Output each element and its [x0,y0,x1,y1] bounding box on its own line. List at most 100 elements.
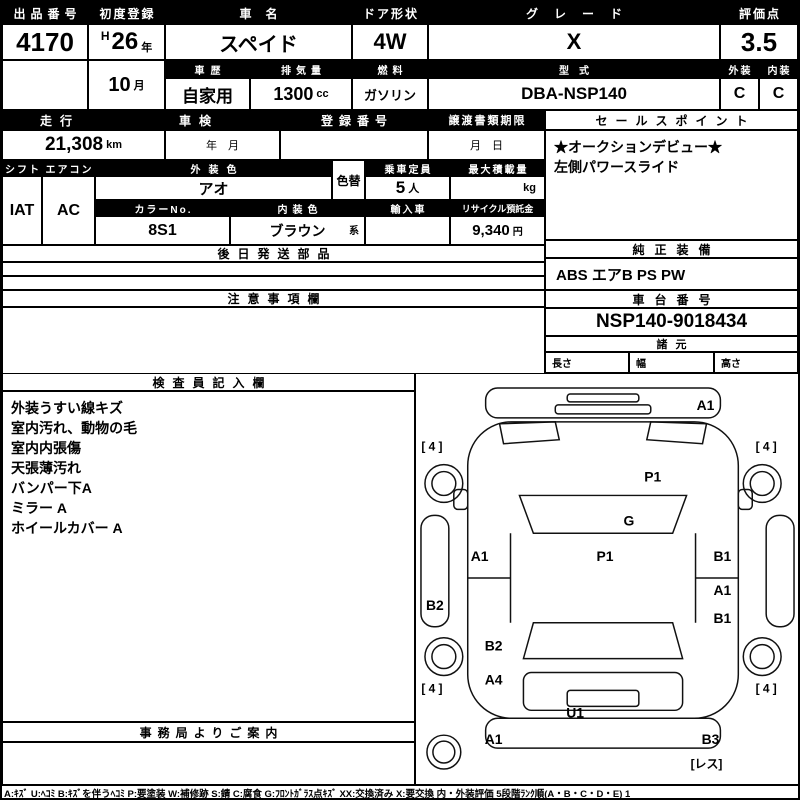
capacity-header: 乗車定員 [365,160,450,176]
caution-box [2,307,545,375]
door-shape-header: ドア形状 [352,2,428,24]
shift-value: IAT [2,176,42,245]
diagram-mark: A1 [714,582,732,598]
transfer-deadline-value: 月 日 [428,130,545,160]
wheel-rear-right [742,636,782,677]
grade-value: X [428,24,720,60]
reg-no-value [280,130,428,160]
diagram-mark: B2 [426,597,444,613]
ext-color-value: アオ [95,176,332,200]
ext-color-header: 外装色 [95,160,332,176]
history-header: 車歴 [165,60,250,78]
inspector-box: 外装うすい線キズ 室内汚れ、動物の毛 室内内張傷 天張薄汚れ バンパー下A ミラ… [2,391,415,722]
fuel-header: 燃料 [352,60,428,78]
lot-no-header: 出品番号 [2,2,88,24]
spec-height: 高さ [714,352,798,373]
capacity-unit: 人 [408,183,420,195]
first-reg-header: 初度登録 [88,2,165,24]
sales-point-line: 左側パワースライド [554,159,680,175]
rear-bumper-shape [484,717,722,749]
diagram-mark: A1 [471,548,489,564]
spare-tire-shape [426,734,462,770]
spec-length: 長さ [545,352,629,373]
displacement-value: 1300 [273,83,314,104]
import-car-value [365,216,450,245]
first-reg-era: H [100,29,110,43]
max-load-header: 最大積載量 [450,160,545,176]
diagram-mark: P1 [597,548,614,564]
inspector-note: ミラー A [11,500,67,516]
diagram-mark: B2 [485,638,503,654]
inspection-value: 年 月 [165,130,280,160]
exterior-header: 外装 [720,60,759,78]
interior-header: 内装 [759,60,798,78]
fuel-value: ガソリン [352,78,428,110]
mileage-value: 21,308 [44,134,104,155]
office-box [2,742,415,785]
diagram-mark: [ 4 ] [756,681,777,695]
diagram-mark: [レス] [691,757,723,771]
side-panel-right-shape [765,514,795,628]
front-bumper-shape [484,387,722,419]
import-car-header: 輸入車 [365,200,450,216]
rear-window-shape [522,622,684,660]
inspector-header: 検査員記入欄 [2,373,415,391]
displacement-header: 排気量 [250,60,352,78]
sales-point-line: ★オークションデビュー★ [554,139,722,155]
lot-no-value: 4170 [2,24,88,60]
inspector-note: ホイールカバー A [11,520,123,536]
inspector-note: バンパー下A [11,480,92,496]
exterior-grade-value: C [720,78,759,110]
windshield-shape [518,494,688,534]
int-color-header: 内装色 [230,200,365,216]
wheel-rear-left [424,636,464,677]
aircon-header: エアコン [42,160,95,176]
trunk-shape [522,671,684,712]
spec-width: 幅 [629,352,714,373]
inspector-note: 室内内張傷 [11,440,81,456]
headlight-left-shape [498,421,561,445]
recycle-value: 9,340 [472,222,510,239]
score-value: 3.5 [720,24,798,60]
color-no-header: カラーNo. [95,200,230,216]
int-color-suffix: 系 [349,226,359,237]
wheel-front-right [742,463,782,504]
recycle-header: リサイクル預託金 [450,200,545,216]
diagram-mark: A4 [485,671,503,687]
interior-grade-value: C [759,78,798,110]
office-header: 事務局よりご案内 [2,722,415,742]
diagram-mark: [ 4 ] [421,440,442,454]
first-reg-month: 10 [108,73,131,96]
diagram-mark: A1 [485,731,503,747]
car-body-shape [466,421,740,720]
chassis-no-value: NSP140-9018434 [545,308,798,336]
first-reg-month-unit: 月 [133,80,145,92]
color-change-cell: 色替 [332,160,365,200]
lot-no-blank [2,60,88,110]
model-header: 型式 [428,60,720,78]
model-value: DBA-NSP140 [428,78,720,110]
history-value: 自家用 [165,78,250,110]
inspector-note: 外装うすい線キズ [11,400,123,416]
later-parts-row [2,262,545,276]
inspector-note: 天張薄汚れ [11,460,81,476]
side-panel-left-shape [420,514,450,628]
grade-header: グレード [428,2,720,24]
int-color-value: ブラウン [269,222,326,239]
displacement-unit: cc [316,88,329,100]
equipment-value: ABS エアB PS PW [545,258,798,290]
later-parts-header: 後日発送部品 [2,245,545,262]
diagram-mark: [ 4 ] [421,681,442,695]
score-header: 評価点 [720,2,798,24]
max-load-value: kg [450,176,545,200]
wheel-front-left [424,463,464,504]
diagram-mark: P1 [644,469,661,485]
reg-no-header: 登録番号 [280,110,428,130]
inspector-note: 室内汚れ、動物の毛 [11,420,138,436]
diagram-mark: B1 [714,610,732,626]
diagram-mark: B3 [702,731,720,747]
mileage-header: 走行 [2,110,110,130]
